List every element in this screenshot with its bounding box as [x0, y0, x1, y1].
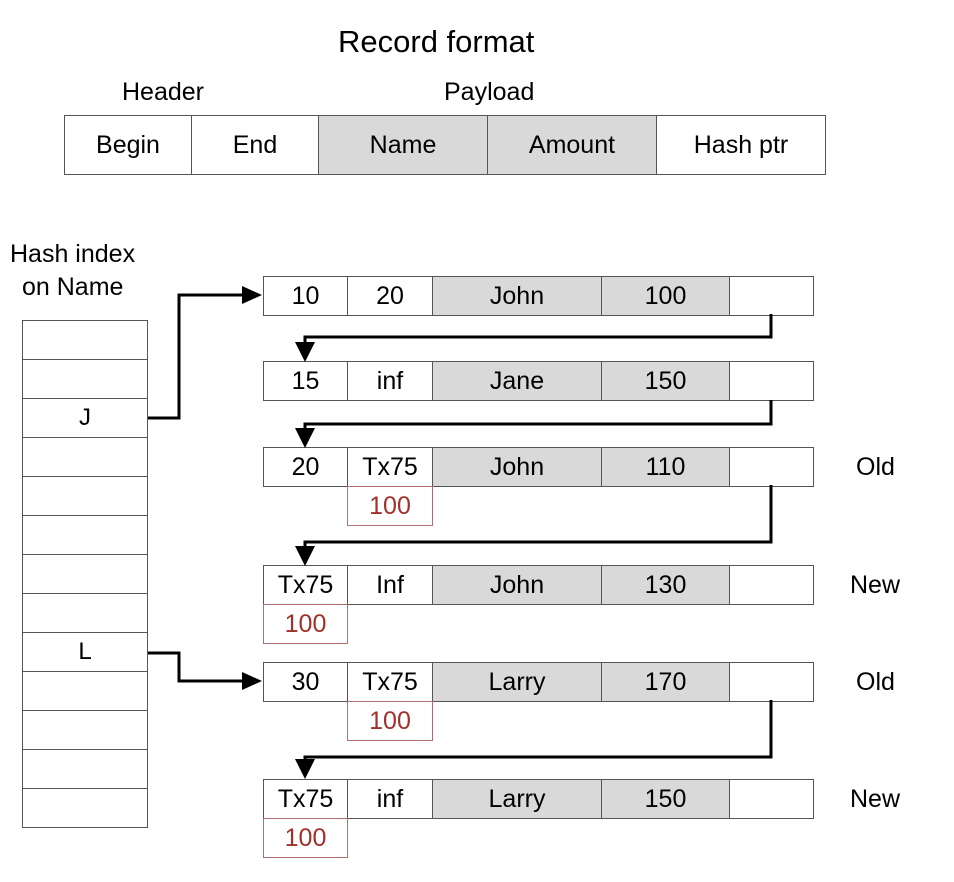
record-name-cell: Jane — [432, 361, 602, 401]
hash-bucket — [22, 554, 148, 594]
arrow-chain-4 — [303, 700, 773, 769]
record-name-cell: Larry — [432, 662, 602, 702]
record-version-tag: New — [850, 785, 901, 813]
record-version-tag: Old — [856, 668, 895, 696]
record-name-cell: John — [432, 447, 602, 487]
hash-bucket — [22, 515, 148, 555]
arrow-chain-2-head — [295, 428, 315, 448]
record-sub-value: 100 — [347, 701, 433, 741]
arrow-chain-2 — [303, 400, 773, 438]
format-field-hash-ptr: Hash ptr — [656, 115, 826, 175]
arrow-chain-3 — [303, 485, 773, 556]
hash-bucket — [22, 788, 148, 828]
record-amount-cell: 130 — [601, 565, 730, 605]
hash-index-label-line1: Hash index — [10, 240, 136, 268]
record-sub-value: 100 — [263, 818, 348, 858]
record-hash-ptr-cell — [729, 662, 814, 702]
payload-label: Payload — [444, 78, 535, 106]
format-field-name: Name — [318, 115, 488, 175]
record-sub-value: 100 — [263, 604, 348, 644]
record-end-cell: inf — [347, 779, 433, 819]
record-amount-cell: 150 — [601, 361, 730, 401]
arrow-hash-j — [148, 293, 250, 420]
arrow-chain-3-head — [295, 546, 315, 566]
record-version-tag: New — [850, 571, 901, 599]
record-amount-cell: 110 — [601, 447, 730, 487]
record-end-cell: inf — [347, 361, 433, 401]
arrow-hash-j-head — [242, 286, 262, 304]
arrow-hash-l-head — [242, 672, 262, 690]
record-amount-cell: 100 — [601, 276, 730, 316]
arrow-chain-1-head — [295, 342, 315, 362]
record-begin-cell: 10 — [263, 276, 348, 316]
record-begin-cell: Tx75 — [263, 565, 348, 605]
diagram-title: Record format — [338, 24, 535, 59]
record-end-cell: Inf — [347, 565, 433, 605]
record-begin-cell: Tx75 — [263, 779, 348, 819]
arrow-chain-4-head — [295, 759, 315, 779]
header-label: Header — [122, 78, 204, 106]
record-amount-cell: 150 — [601, 779, 730, 819]
record-hash-ptr-cell — [729, 565, 814, 605]
format-field-amount: Amount — [487, 115, 657, 175]
record-name-cell: John — [432, 276, 602, 316]
record-hash-ptr-cell — [729, 276, 814, 316]
record-hash-ptr-cell — [729, 361, 814, 401]
record-end-cell: 20 — [347, 276, 433, 316]
record-sub-value: 100 — [347, 486, 433, 526]
arrow-chain-1 — [303, 314, 773, 352]
arrow-hash-l — [148, 651, 250, 683]
record-hash-ptr-cell — [729, 447, 814, 487]
record-version-tag: Old — [856, 453, 895, 481]
format-field-end: End — [191, 115, 319, 175]
record-amount-cell: 170 — [601, 662, 730, 702]
hash-index-label-line2: on Name — [22, 273, 124, 301]
record-hash-ptr-cell — [729, 779, 814, 819]
record-begin-cell: 30 — [263, 662, 348, 702]
record-name-cell: John — [432, 565, 602, 605]
record-name-cell: Larry — [432, 779, 602, 819]
